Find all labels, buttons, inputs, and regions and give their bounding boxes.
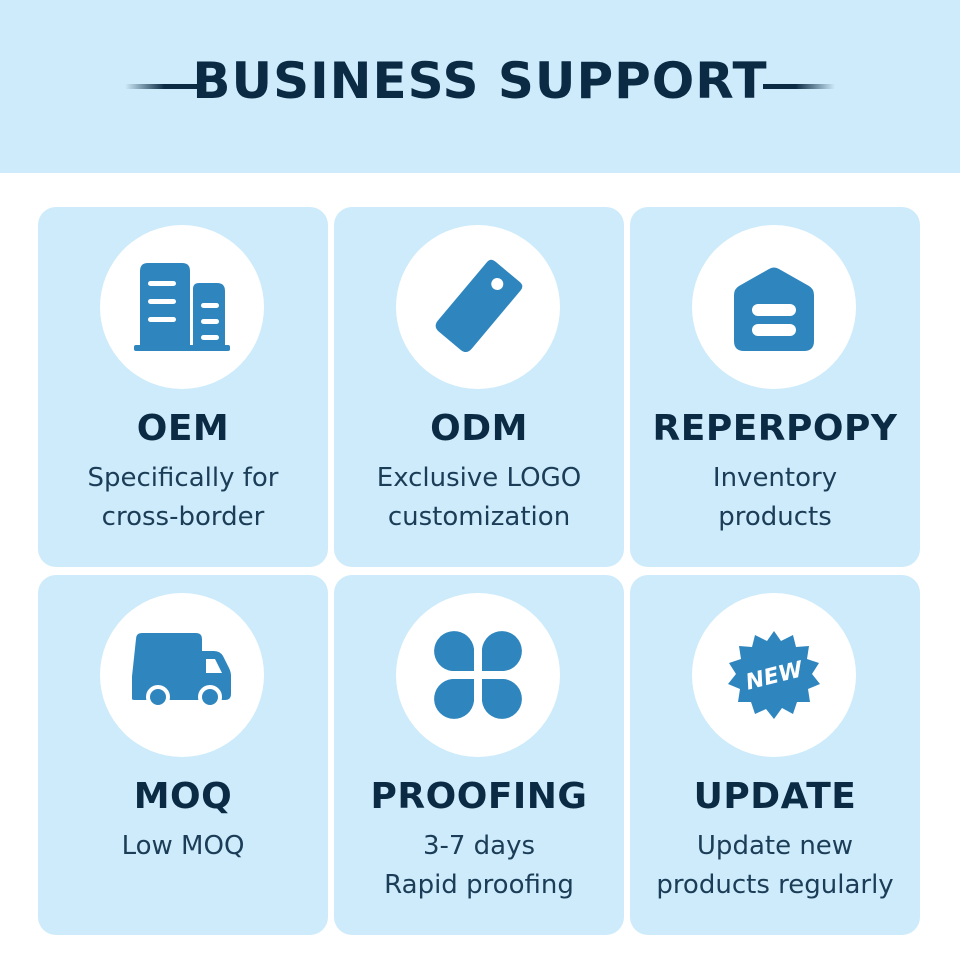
icon-circle (396, 593, 560, 757)
card-odm: ODM Exclusive LOGO customization (334, 207, 624, 567)
card-update: NEW UPDATE Update new products regularly (630, 575, 920, 935)
four-petals-icon (434, 631, 522, 719)
card-reperpopy: REPERPOPY Inventory products (630, 207, 920, 567)
title-rule-right (763, 84, 835, 89)
card-description: Specifically for cross-border (87, 463, 279, 532)
truck-icon (132, 633, 231, 709)
card-description: 3-7 days Rapid proofing (384, 831, 574, 900)
icon-circle (692, 225, 856, 389)
card-title: ODM (430, 408, 528, 449)
icon-circle (396, 225, 560, 389)
title-rule-left (125, 84, 197, 89)
card-moq: MOQ Low MOQ (38, 575, 328, 935)
card-title: PROOFING (370, 776, 588, 817)
card-description: Low MOQ (121, 831, 245, 861)
tag-icon (435, 259, 523, 353)
card-title: MOQ (133, 776, 233, 817)
buildings-icon (134, 263, 230, 351)
card-oem: OEM Specifically for cross-border (38, 207, 328, 567)
icon-circle (100, 593, 264, 757)
icon-circle (100, 225, 264, 389)
warehouse-icon (734, 267, 814, 351)
card-title: UPDATE (693, 776, 857, 817)
new-badge-icon: NEW (728, 631, 820, 719)
icon-circle: NEW (692, 593, 856, 757)
card-description: Update new products regularly (656, 831, 894, 900)
card-description: Inventory products (712, 463, 838, 532)
card-title: REPERPOPY (652, 408, 898, 449)
card-title: OEM (136, 408, 230, 449)
card-proofing: PROOFING 3-7 days Rapid proofing (334, 575, 624, 935)
card-description: Exclusive LOGO customization (376, 463, 582, 532)
page-title: BUSINESS SUPPORT (192, 52, 768, 110)
